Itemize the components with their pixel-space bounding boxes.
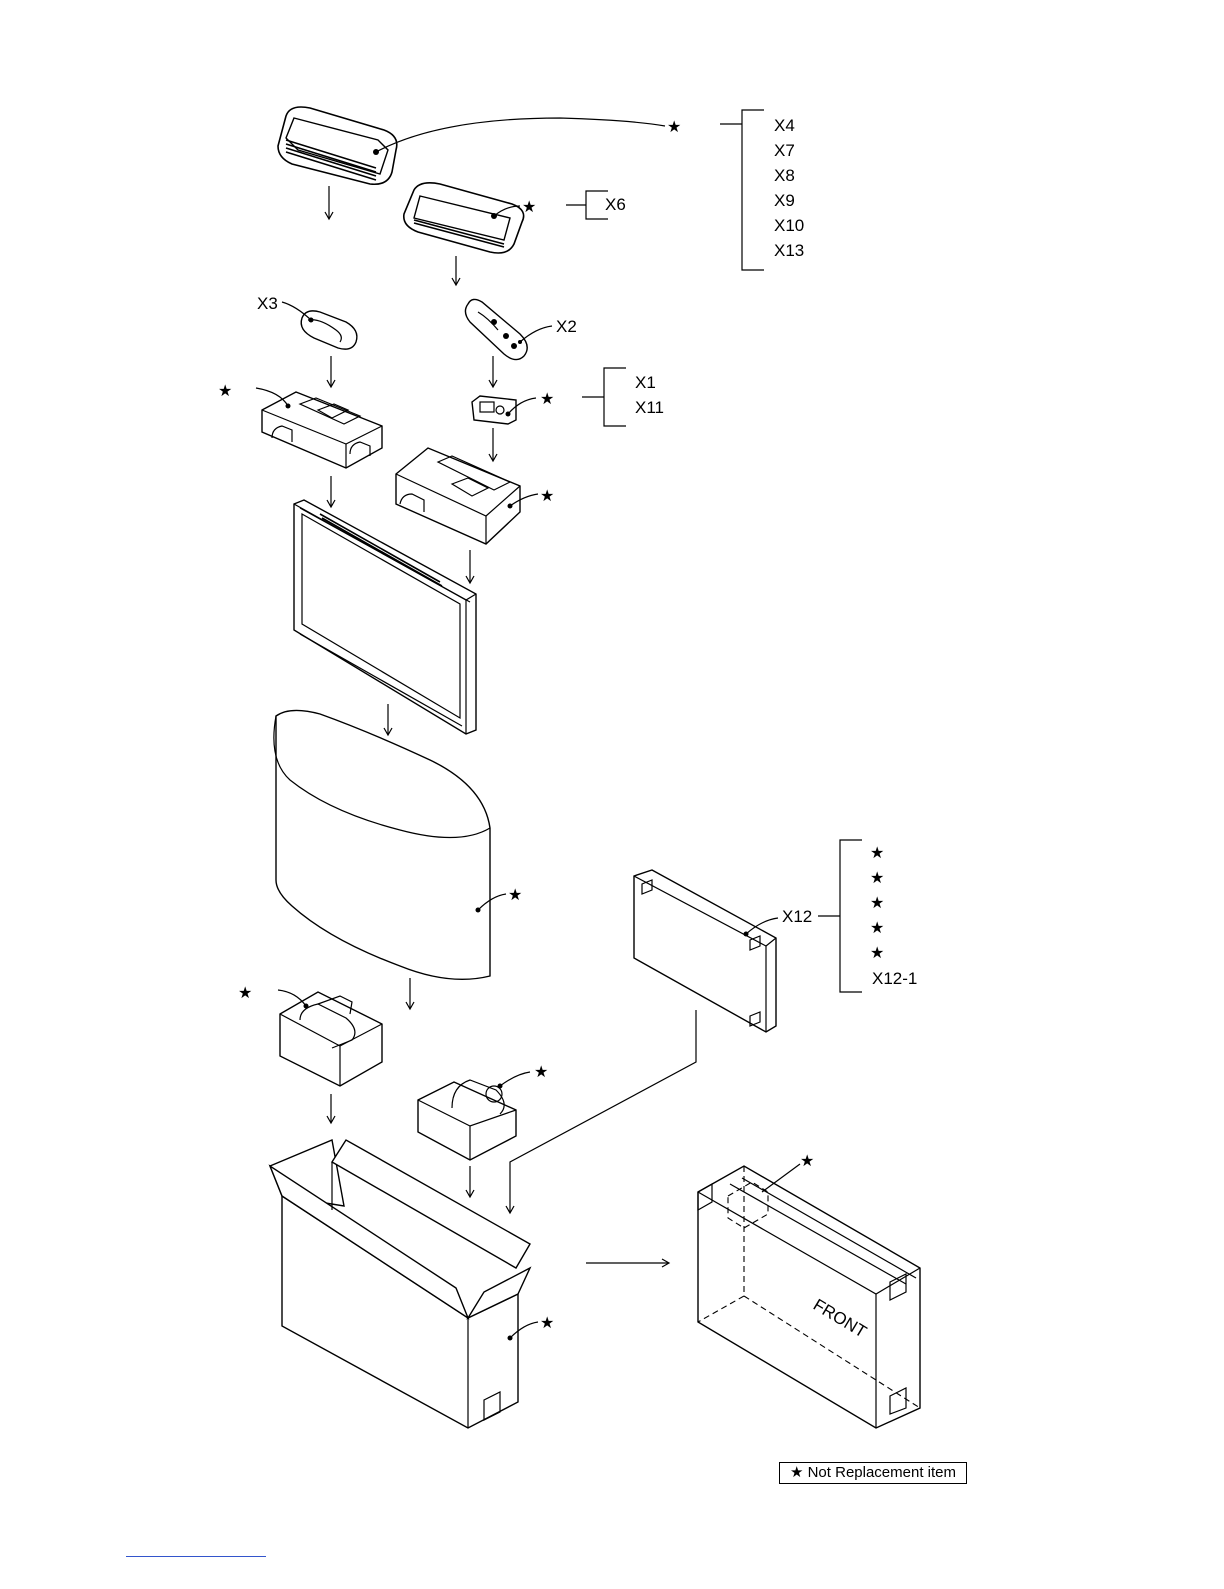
star-x12-4: ★ bbox=[870, 920, 884, 937]
label-x13: X13 bbox=[774, 241, 804, 260]
star-left-top-cushion: ★ bbox=[218, 383, 232, 400]
manuals-stack bbox=[278, 107, 665, 184]
label-x1: X1 bbox=[635, 373, 656, 392]
label-x6: X6 bbox=[605, 195, 626, 214]
star-carton: ★ bbox=[540, 1315, 554, 1332]
label-x10: X10 bbox=[774, 216, 804, 235]
label-x2: X2 bbox=[556, 317, 577, 336]
star-manual-x6: ★ bbox=[522, 199, 536, 216]
star-closed-carton: ★ bbox=[800, 1153, 814, 1170]
star-manuals: ★ bbox=[667, 119, 681, 136]
legend-box: ★ Not Replacement item bbox=[779, 1462, 967, 1484]
part-x1-x11-bag bbox=[472, 396, 536, 424]
part-x12-panel bbox=[634, 870, 778, 1032]
protective-bag bbox=[274, 710, 506, 979]
right-top-cushion bbox=[396, 448, 538, 544]
closed-carton bbox=[698, 1164, 920, 1428]
label-x9: X9 bbox=[774, 191, 795, 210]
star-bag: ★ bbox=[540, 391, 554, 408]
footer-link-underline[interactable] bbox=[126, 1556, 266, 1557]
star-bag-cover: ★ bbox=[508, 887, 522, 904]
bottom-right-cushion bbox=[418, 1072, 530, 1160]
star-x12-2: ★ bbox=[870, 870, 884, 887]
left-top-cushion bbox=[256, 388, 382, 468]
star-x12-1: ★ bbox=[870, 845, 884, 862]
manual-x6 bbox=[404, 183, 524, 253]
tv-unit bbox=[294, 500, 476, 734]
open-carton bbox=[270, 1140, 538, 1428]
label-x7: X7 bbox=[774, 141, 795, 160]
label-x4: X4 bbox=[774, 116, 795, 135]
star-x12-5: ★ bbox=[870, 945, 884, 962]
label-x12: X12 bbox=[782, 907, 812, 926]
star-bottom-right-cushion: ★ bbox=[534, 1064, 548, 1081]
label-x8: X8 bbox=[774, 166, 795, 185]
label-x12-1: X12-1 bbox=[872, 969, 917, 988]
star-x12-3: ★ bbox=[870, 895, 884, 912]
label-x11: X11 bbox=[635, 398, 664, 417]
part-x2-remote bbox=[465, 299, 552, 359]
bottom-left-cushion bbox=[278, 990, 382, 1086]
star-bottom-left-cushion: ★ bbox=[238, 985, 252, 1002]
label-x3: X3 bbox=[257, 294, 278, 313]
star-right-top-cushion: ★ bbox=[540, 488, 554, 505]
part-x3 bbox=[282, 302, 357, 349]
legend-text: ★ Not Replacement item bbox=[790, 1464, 956, 1481]
